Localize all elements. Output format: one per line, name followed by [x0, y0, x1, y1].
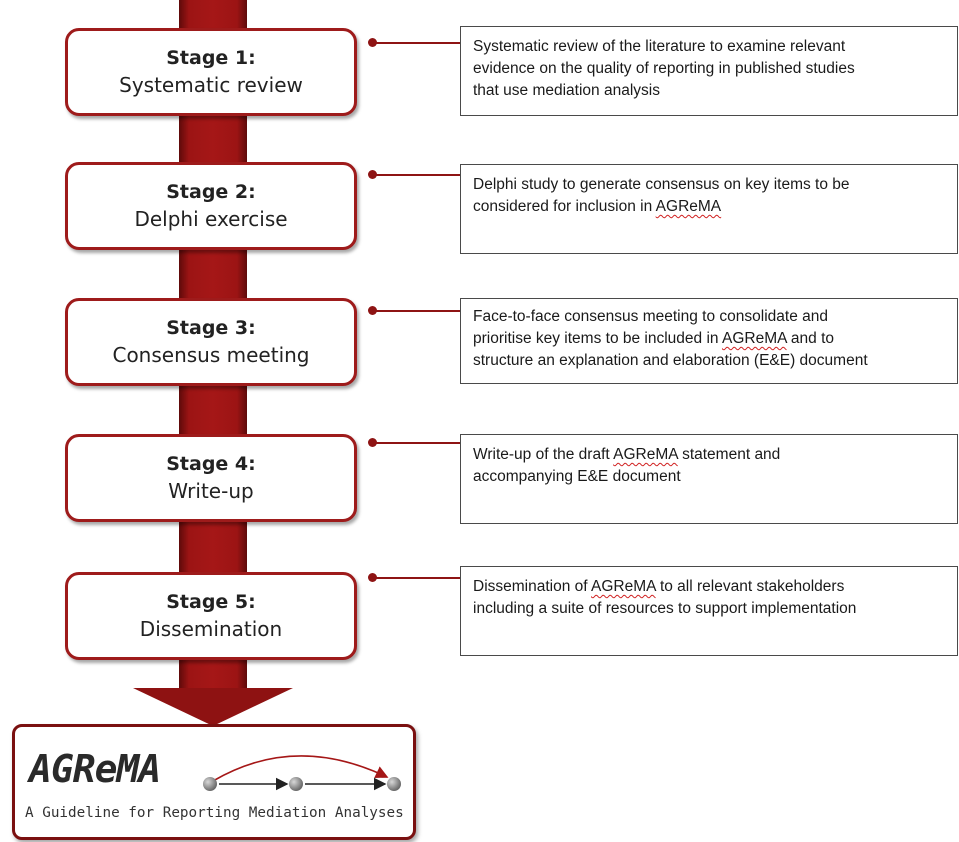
stage-2-box: Stage 2: Delphi exercise — [65, 162, 357, 250]
description-line: prioritise key items to be included in A… — [473, 328, 947, 350]
logo-subtitle: A Guideline for Reporting Mediation Anal… — [25, 805, 404, 821]
stage-5-box: Stage 5: Dissemination — [65, 572, 357, 660]
description-text: prioritise key items to be included in — [473, 330, 722, 347]
flow-arrow-head — [133, 688, 293, 726]
stage-2-connector-line — [372, 174, 460, 176]
stage-4-name: Write-up — [168, 479, 254, 503]
stage-1-title: Stage 1: — [166, 47, 256, 69]
description-text: Write-up of the draft — [473, 446, 614, 463]
description-line: structure an explanation and elaboration… — [473, 352, 868, 369]
agrema-logo: AGReMA A Guideline for Reporting Mediati… — [12, 724, 416, 840]
description-text: considered for inclusion in — [473, 198, 656, 215]
spellcheck-word: AGReMA — [613, 446, 678, 463]
stage-5-title: Stage 5: — [166, 591, 256, 613]
stage-5-description: Dissemination of AGReMA to all relevant … — [460, 566, 958, 656]
description-line: accompanying E&E document — [473, 468, 681, 485]
stage-4-box: Stage 4: Write-up — [65, 434, 357, 522]
spellcheck-word: AGReMA — [655, 198, 722, 215]
stage-2-name: Delphi exercise — [134, 207, 288, 231]
stage-3-box: Stage 3: Consensus meeting — [65, 298, 357, 386]
stage-5-connector-line — [372, 577, 460, 579]
stage-3-title: Stage 3: — [166, 317, 256, 339]
mediation-diagram-icon — [203, 755, 401, 791]
description-line: that use mediation analysis — [473, 82, 660, 99]
description-text: Dissemination of — [473, 578, 592, 595]
stage-1-connector-line — [372, 42, 460, 44]
description-line: Write-up of the draft AGReMA statement a… — [473, 444, 947, 466]
stage-3-connector-line — [372, 310, 460, 312]
stage-4-description: Write-up of the draft AGReMA statement a… — [460, 434, 958, 524]
stage-3-name: Consensus meeting — [112, 343, 310, 367]
stage-5-name: Dissemination — [139, 617, 283, 641]
stage-4-title: Stage 4: — [166, 453, 256, 475]
description-text: statement and — [677, 446, 781, 463]
spellcheck-word: AGReMA — [721, 330, 787, 347]
spellcheck-word: AGReMA — [591, 578, 656, 595]
stage-3-description: Face-to-face consensus meeting to consol… — [460, 298, 958, 384]
description-line: Systematic review of the literature to e… — [473, 38, 846, 55]
description-text: to all relevant stakeholders — [655, 578, 845, 595]
description-line: including a suite of resources to suppor… — [473, 600, 857, 617]
stage-4-connector-line — [372, 442, 460, 444]
stage-2-title: Stage 2: — [166, 181, 256, 203]
stage-1-description: Systematic review of the literature to e… — [460, 26, 958, 116]
description-line: Dissemination of AGReMA to all relevant … — [473, 576, 947, 598]
stage-2-description: Delphi study to generate consensus on ke… — [460, 164, 958, 254]
description-line: evidence on the quality of reporting in … — [473, 60, 855, 77]
description-line: considered for inclusion in AGReMA — [473, 196, 947, 218]
description-text: and to — [786, 330, 834, 347]
logo-title: AGReMA — [29, 747, 161, 791]
description-line: Delphi study to generate consensus on ke… — [473, 176, 850, 193]
stage-1-box: Stage 1: Systematic review — [65, 28, 357, 116]
description-line: Face-to-face consensus meeting to consol… — [473, 308, 828, 325]
stage-1-name: Systematic review — [119, 73, 303, 97]
